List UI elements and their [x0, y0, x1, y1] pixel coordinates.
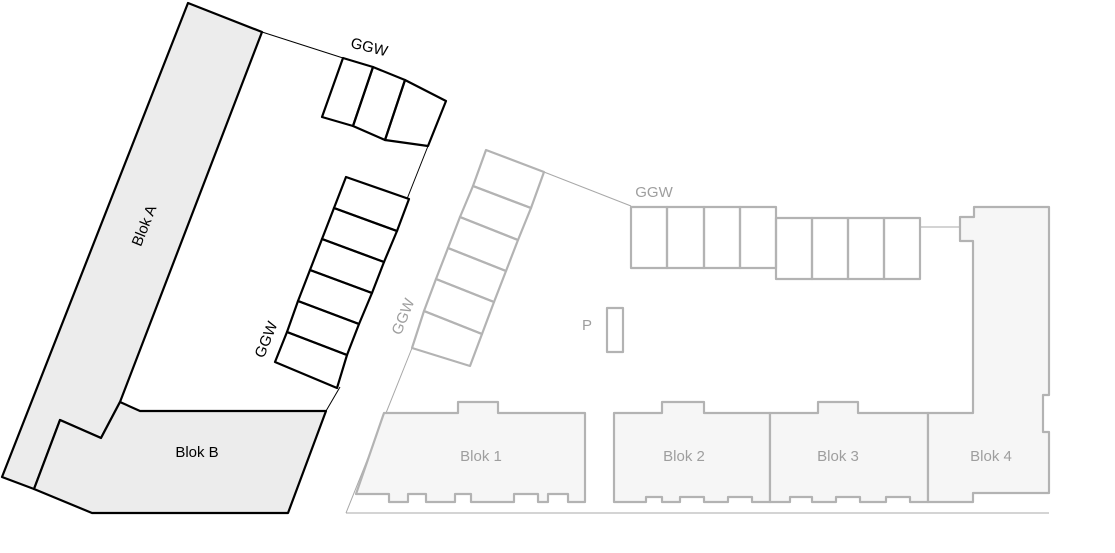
blok-b-label: Blok B [175, 444, 218, 461]
parking-spot [605, 306, 625, 354]
garage-row-diagonal [410, 148, 546, 368]
garage-row-top-planned [629, 205, 922, 281]
blok-2-label: Blok 2 [663, 448, 705, 465]
garage-unit [846, 216, 886, 281]
garage-unit [774, 216, 814, 281]
blok-1-building [354, 400, 587, 504]
blok-1-label: Blok 1 [460, 448, 502, 465]
blok-2-building [612, 400, 772, 504]
parking-label: P [582, 317, 592, 334]
garage-row-left [273, 175, 411, 390]
garage-unit [410, 309, 484, 368]
garage-unit [665, 205, 706, 270]
existing-buildings: Blok A Blok B GGW GGW [0, 1, 448, 515]
blok-4-building [926, 205, 1051, 504]
garage-unit [273, 330, 349, 390]
garage-unit [383, 78, 448, 148]
garage-unit [308, 237, 386, 295]
garage-unit [629, 205, 669, 270]
garage-unit [882, 216, 922, 281]
connector-line [325, 386, 341, 412]
planned-buildings: GGW GGW P Blok 1 Blok 2 Blok 3 Blok 4 [345, 148, 1051, 514]
blok-3-building [768, 400, 930, 504]
ggw-top-planned-label: GGW [635, 184, 673, 201]
garage-unit [810, 216, 850, 281]
garage-unit [702, 205, 742, 270]
blok-4-label: Blok 4 [970, 448, 1012, 465]
garage-unit [738, 205, 778, 270]
boundary-line [543, 171, 632, 207]
blok-3-label: Blok 3 [817, 448, 859, 465]
garage-row-top [320, 56, 448, 148]
connector-line [261, 31, 344, 59]
ggw-diagonal-label: GGW [389, 295, 419, 337]
garage-unit [332, 175, 411, 233]
blok-b-building [32, 400, 328, 515]
ggw-top-label: GGW [349, 35, 390, 61]
connector-line [406, 145, 429, 200]
